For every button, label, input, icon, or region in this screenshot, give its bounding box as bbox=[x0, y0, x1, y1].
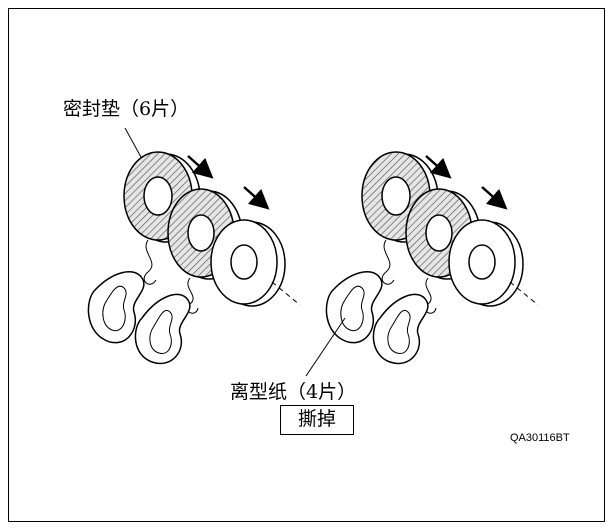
figure-code: QA30116BT bbox=[510, 432, 570, 444]
remove-instruction-box: 撕掉 bbox=[280, 405, 354, 435]
gasket-label: 密封垫（6片） bbox=[63, 98, 190, 120]
plain-gasket bbox=[448, 219, 524, 307]
plain-gasket bbox=[210, 219, 286, 307]
release-paper-leader-line bbox=[305, 317, 346, 377]
direction-arrow bbox=[481, 186, 508, 210]
release-paper-inner bbox=[102, 285, 127, 332]
direction-arrow bbox=[425, 155, 452, 179]
left-gasket-group bbox=[87, 127, 301, 365]
backing-curl bbox=[143, 239, 157, 285]
axis-line bbox=[271, 281, 301, 306]
release-paper-inner bbox=[149, 310, 173, 354]
direction-arrow bbox=[187, 155, 214, 179]
release-paper-inner bbox=[340, 285, 365, 332]
release-paper-inner bbox=[387, 310, 411, 354]
backing-curl bbox=[381, 239, 395, 285]
right-gasket-group bbox=[325, 151, 539, 365]
axis-line bbox=[509, 281, 539, 306]
direction-arrow bbox=[243, 186, 270, 210]
release-paper-label: 离型纸（4片） bbox=[230, 381, 357, 403]
